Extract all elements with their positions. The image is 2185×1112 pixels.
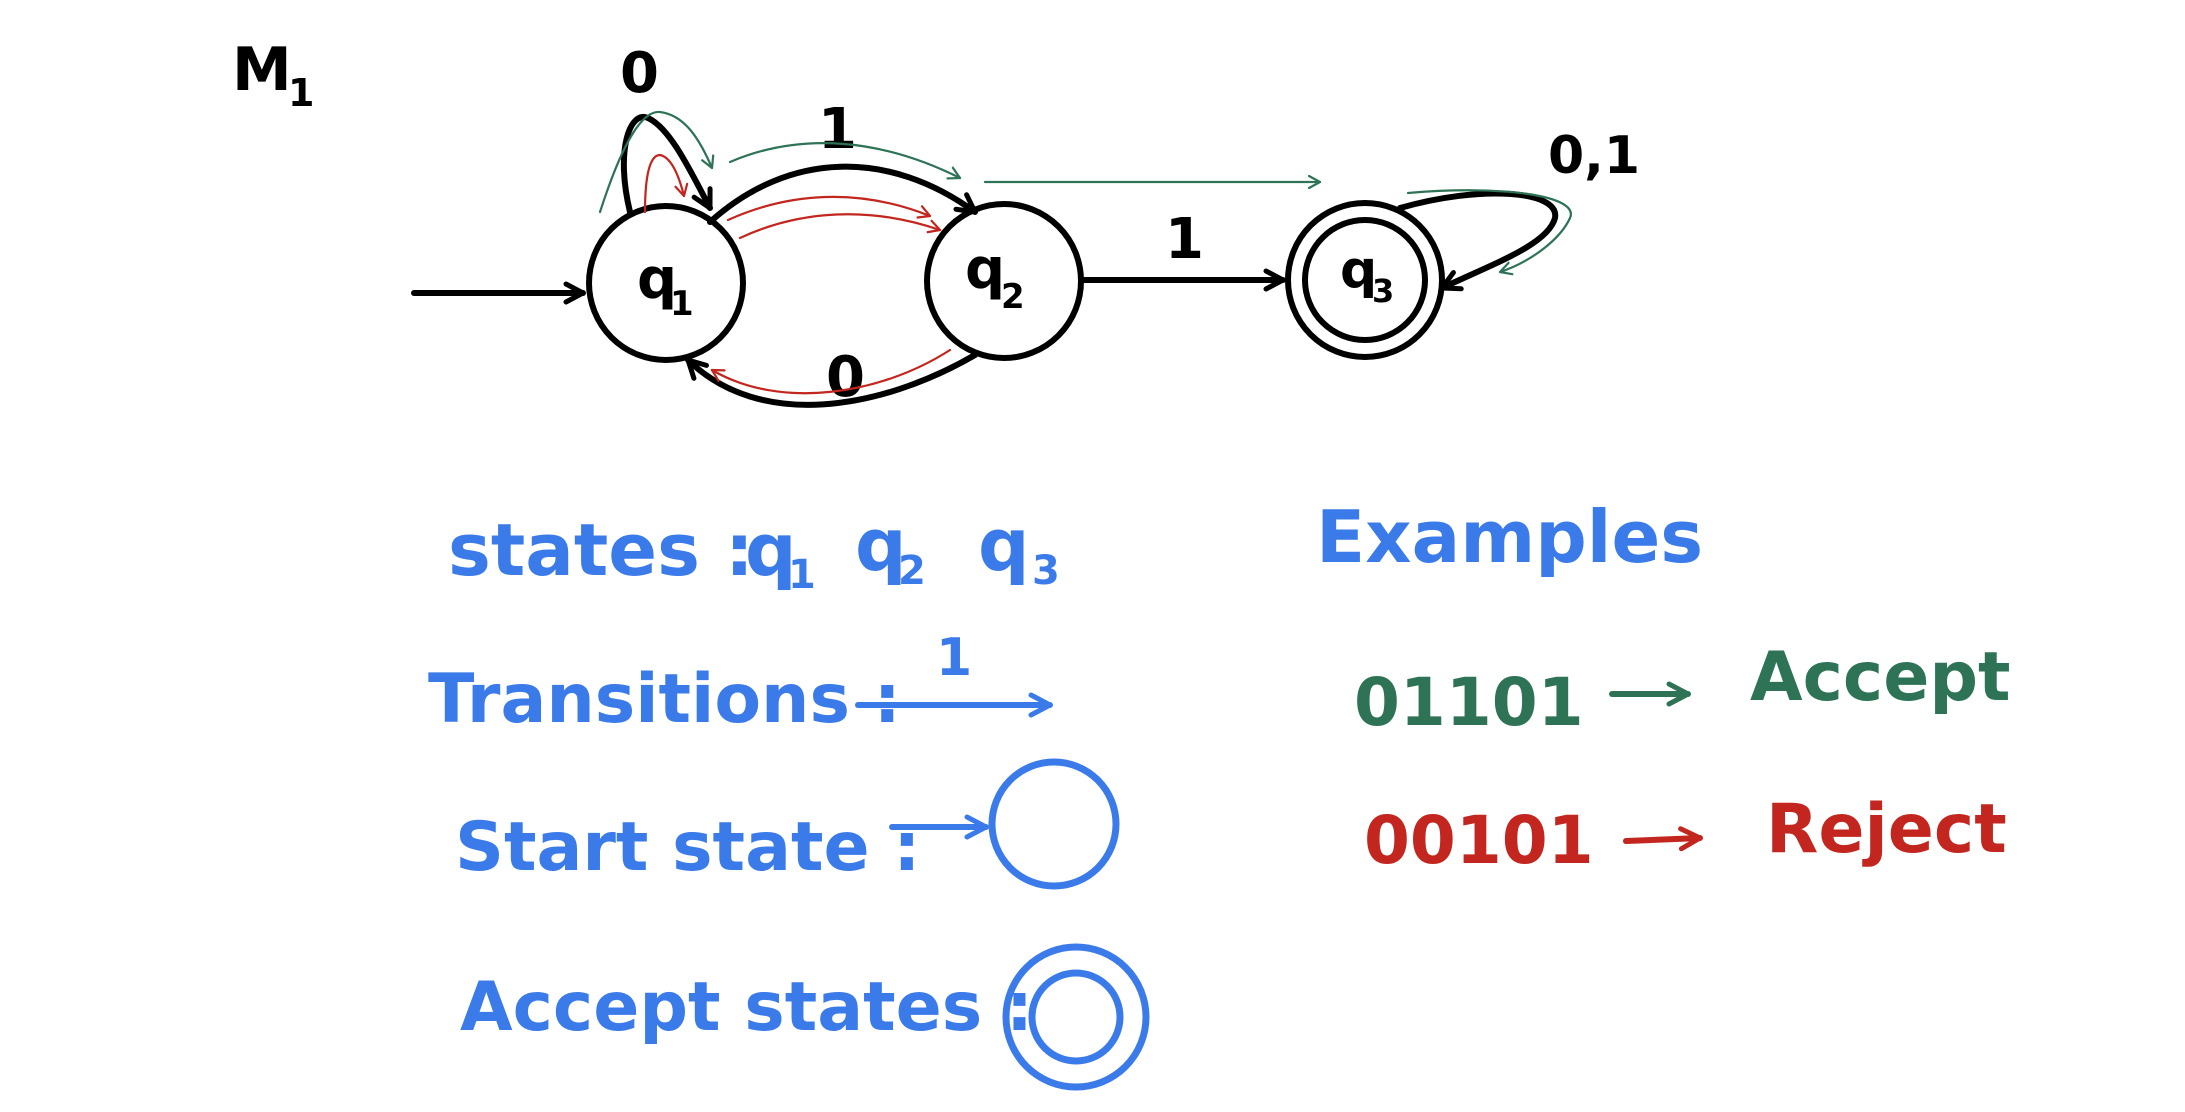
transition-q2-to-q1 [685, 352, 978, 408]
state-q2-subscript: 2 [1001, 277, 1025, 317]
state-q3-inner-circle [1302, 217, 1428, 343]
rejected-run-trace [643, 153, 952, 395]
legend-start-state-circle [988, 758, 1120, 890]
example-accepted-input: 01101 [1354, 664, 1584, 741]
transition-q1-loop-label: 0 [620, 41, 659, 106]
transition-q2-to-q3-label: 1 [1165, 207, 1204, 272]
state-q1-circle [586, 203, 746, 363]
trace-red-q1-loop [643, 153, 689, 214]
trace-red-q1-to-q2-b [738, 213, 942, 240]
transition-q1-to-q2-label: 1 [818, 97, 857, 162]
state-q1-subscript: 1 [670, 284, 694, 324]
legend-transition-symbol: 1 [936, 628, 972, 688]
state-q1: q 1 [586, 203, 746, 363]
transition-q2-to-q1-label: 0 [826, 345, 865, 410]
legend-state-q1: q [745, 508, 797, 592]
example-accepted-result: Accept [1750, 638, 2011, 717]
legend-states-label: states : [448, 508, 754, 592]
state-q3-label: q [1340, 240, 1377, 300]
legend-accept-state-outer-circle [1002, 943, 1150, 1091]
state-q3[interactable]: q 3 [1285, 200, 1445, 360]
legend-accept-label: Accept states : [460, 968, 1033, 1047]
trace-green-q3-loop [1406, 189, 1572, 276]
legend-state-q2-subscript: 2 [898, 548, 926, 594]
state-q3-subscript: 3 [1372, 272, 1394, 310]
machine-name: M 1 [232, 35, 314, 115]
state-q1-label: q [637, 247, 677, 312]
example-rejected-result: Reject [1766, 790, 2007, 869]
legend-state-q3-subscript: 3 [1032, 548, 1060, 594]
legend-state-q3: q [978, 503, 1030, 587]
legend: states : q 1 q 2 q 3 Transitions : 1 Sta… [428, 503, 1150, 1091]
trace-green-q1-loop [598, 110, 715, 214]
transition-q1-to-q2 [707, 163, 978, 225]
legend-state-q1-subscript: 1 [788, 552, 816, 598]
transition-q3-loop-label: 0,1 [1548, 126, 1640, 186]
transition-q1-loop [620, 114, 713, 215]
example-rejected-arrow [1623, 826, 1703, 852]
state-q2-label: q [965, 237, 1005, 302]
machine-name-letter: M [232, 35, 292, 105]
example-rejected-input: 00101 [1364, 802, 1594, 879]
accepted-run-trace [598, 110, 1572, 276]
legend-state-q2: q [855, 503, 907, 587]
trace-red-q1-to-q2-a [726, 195, 932, 222]
examples: Examples 01101 Accept 00101 Reject [1316, 495, 2011, 879]
legend-accept-state-inner-circle [1028, 969, 1124, 1065]
machine-name-subscript: 1 [288, 71, 314, 115]
trace-red-q2-to-q1 [710, 348, 952, 395]
trace-green-q1-to-q2 [728, 142, 962, 180]
legend-start-label: Start state : [455, 808, 920, 887]
transition-q3-loop [1397, 190, 1559, 292]
legend-transitions-label: Transitions : [428, 660, 901, 739]
examples-title: Examples [1316, 495, 1703, 579]
state-q2: q 2 [924, 201, 1084, 361]
